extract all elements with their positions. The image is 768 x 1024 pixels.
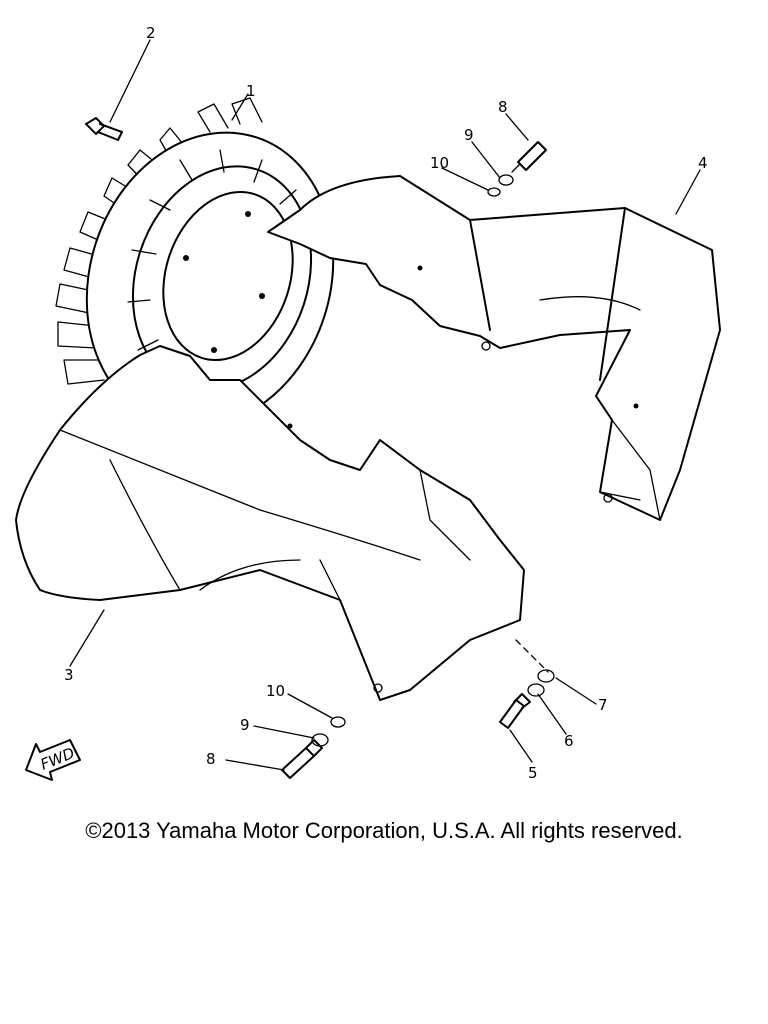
callout-10: 10: [430, 154, 449, 172]
callout-1: 1: [246, 82, 256, 100]
upper-shroud-part-4: [267, 175, 721, 521]
callout-4: 4: [698, 154, 708, 172]
exploded-parts-diagram: 2 1 8 9 10 4 3 10 9 8 7 6 5 FWD: [15, 24, 721, 782]
upper-fastener-set: [487, 141, 547, 197]
lower-right-fastener-set: [499, 669, 555, 729]
lower-left-fastener-set: [281, 716, 346, 779]
bolt-part-2: [85, 117, 123, 141]
callout-6: 6: [564, 732, 574, 750]
callout-3: 3: [64, 666, 74, 684]
callout-8: 8: [206, 750, 216, 768]
callout-9: 9: [464, 126, 474, 144]
fwd-arrow-icon: FWD: [25, 739, 81, 781]
callout-8: 8: [498, 98, 508, 116]
lower-shroud-part-3: [15, 345, 525, 701]
leader-lines: [69, 39, 701, 771]
copyright-notice: ©2013 Yamaha Motor Corporation, U.S.A. A…: [85, 818, 683, 843]
callout-7: 7: [598, 696, 608, 714]
callout-2: 2: [146, 24, 156, 42]
callout-5: 5: [528, 764, 538, 782]
callout-9: 9: [240, 716, 250, 734]
callout-10: 10: [266, 682, 285, 700]
